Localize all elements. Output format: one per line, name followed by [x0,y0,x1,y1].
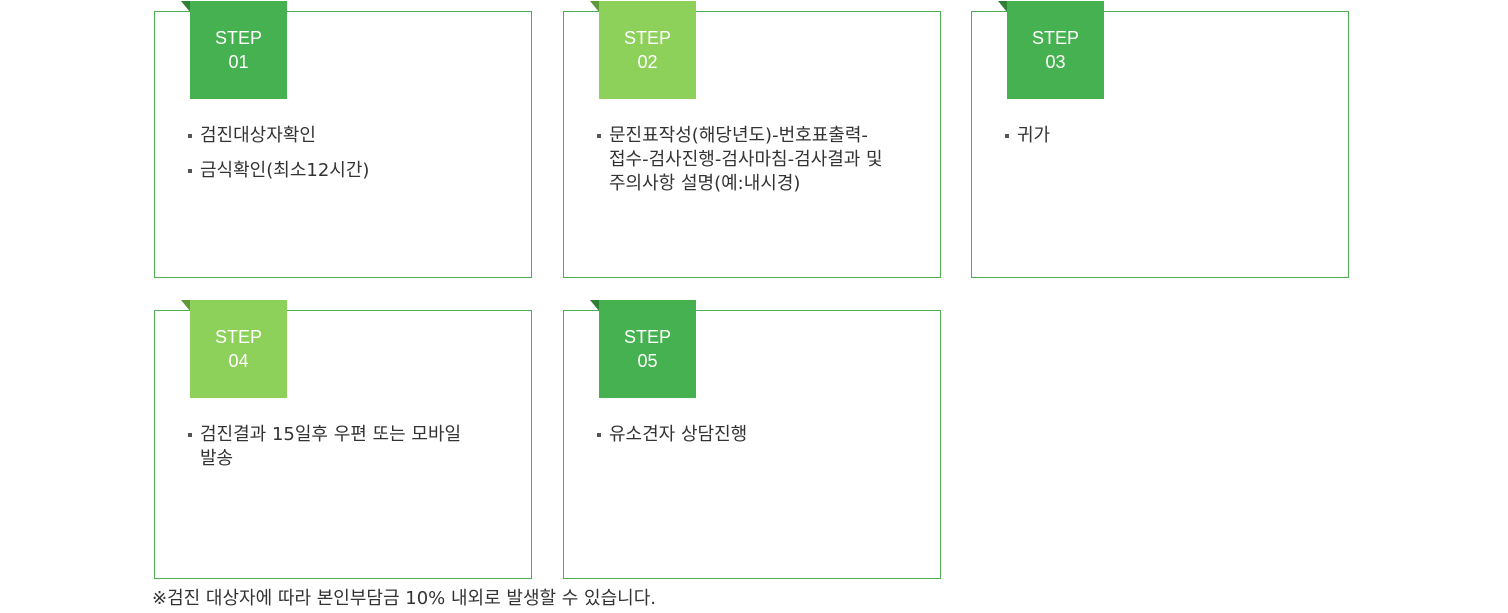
list-item: 금식확인(최소12시간) [188,159,508,183]
step-badge-label: STEP [214,28,262,48]
step-badge-number: 04 [228,351,249,371]
list-item-text: 검진결과 15일후 우편 또는 모바일 발송 [200,424,462,469]
step-card-01: STEP 01 검진대상자확인 금식확인(최소12시간) [154,1,532,278]
list-item: 귀가 [1005,124,1325,148]
step-badge-04: STEP 04 [181,300,287,398]
step-badge-number: 05 [637,351,658,371]
square-bullet-icon [188,169,192,173]
list-item: 검진결과 15일후 우편 또는 모바일 발송 [188,423,508,471]
list-item: 검진대상자확인 [188,124,508,148]
list-item-text: 검진대상자확인 [200,125,316,146]
step-badge-number: 03 [1045,52,1066,72]
step-items-01: 검진대상자확인 금식확인(최소12시간) [188,124,508,194]
list-item-text: 문진표작성(해당년도)-번호표출력- 접수-검사진행-검사마침-검사결과 및 주… [609,125,883,194]
square-bullet-icon [597,433,601,437]
step-badge-label: STEP [214,327,262,347]
step-card-02: STEP 02 문진표작성(해당년도)-번호표출력- 접수-검사진행-검사마침-… [563,1,941,278]
step-badge-03: STEP 03 [998,1,1104,99]
square-bullet-icon [1005,134,1009,138]
badge-fold-corner [181,300,190,311]
step-items-02: 문진표작성(해당년도)-번호표출력- 접수-검사진행-검사마침-검사결과 및 주… [597,124,917,207]
badge-fold-corner [590,300,599,311]
step-badge-label: STEP [623,327,671,347]
square-bullet-icon [188,134,192,138]
step-items-04: 검진결과 15일후 우편 또는 모바일 발송 [188,423,508,482]
square-bullet-icon [188,433,192,437]
badge-fold-corner [181,1,190,12]
step-badge-01: STEP 01 [181,1,287,99]
step-badge-02: STEP 02 [590,1,696,99]
step-card-03: STEP 03 귀가 [971,1,1349,278]
badge-fold-corner [590,1,599,12]
list-item: 문진표작성(해당년도)-번호표출력- 접수-검사진행-검사마침-검사결과 및 주… [597,124,917,196]
step-card-05: STEP 05 유소견자 상담진행 [563,300,941,579]
footnote: ※검진 대상자에 따라 본인부담금 10% 내외로 발생할 수 있습니다. [152,588,657,609]
step-items-05: 유소견자 상담진행 [597,423,917,458]
list-item-text: 금식확인(최소12시간) [200,160,370,181]
step-badge-number: 01 [228,52,249,72]
step-badge-label: STEP [1031,28,1079,48]
list-item: 유소견자 상담진행 [597,423,917,447]
step-badge-number: 02 [637,52,658,72]
step-card-04: STEP 04 검진결과 15일후 우편 또는 모바일 발송 [154,300,532,579]
square-bullet-icon [597,134,601,138]
step-badge-label: STEP [623,28,671,48]
list-item-text: 귀가 [1017,125,1051,146]
step-items-03: 귀가 [1005,124,1325,159]
step-badge-05: STEP 05 [590,300,696,398]
badge-fold-corner [998,1,1007,12]
list-item-text: 유소견자 상담진행 [609,424,748,445]
